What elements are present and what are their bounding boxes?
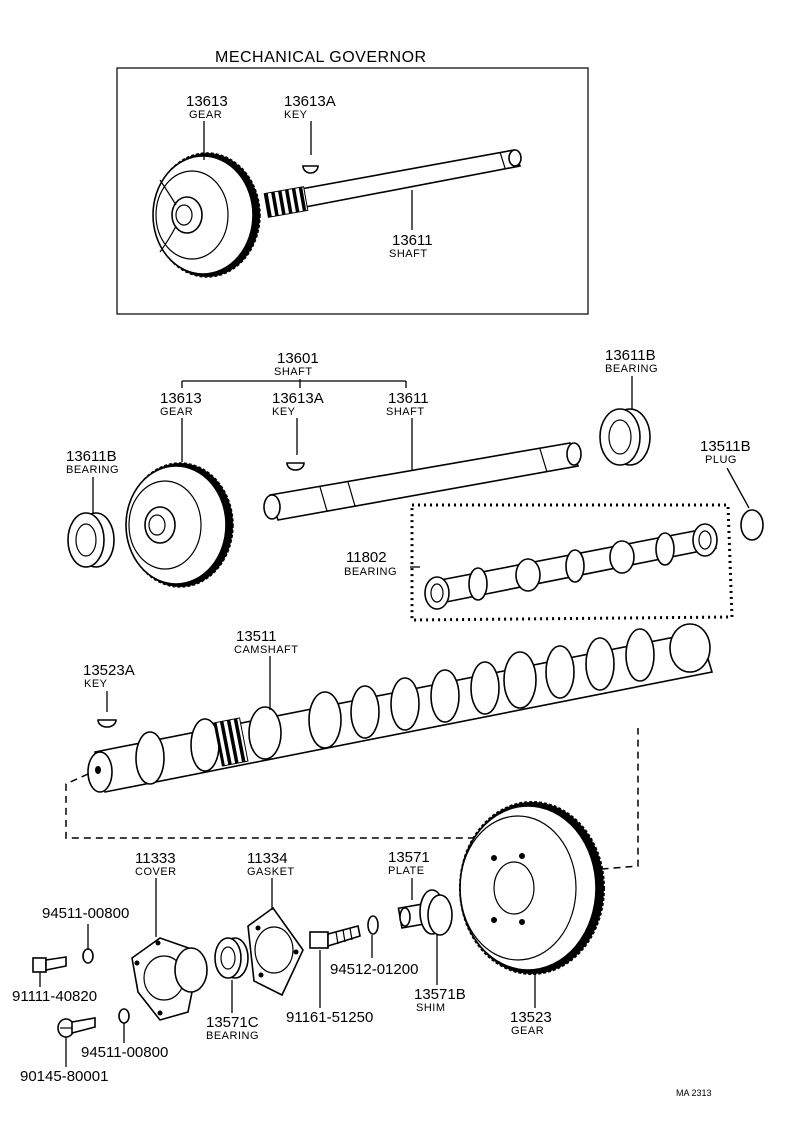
sub-shaft-number: 13611 [388,390,429,407]
shim-drawing [427,894,453,936]
plug-name: PLUG [705,454,737,466]
cover-bearing-number: 13571C [206,1014,259,1031]
box-shaft-name: SHAFT [389,248,428,260]
camshaft-number: 13511 [236,628,277,645]
bearing-left-drawing [67,512,115,568]
box-shaft-number: 13611 [392,232,433,249]
gasket-name: GASKET [247,866,295,878]
camshaft-name: CAMSHAFT [234,644,299,656]
bolt-lower-number: 90145-80001 [20,1068,108,1085]
washer-top-drawing [82,948,94,964]
sub-key-number: 13613A [272,390,324,407]
plate-number: 13571 [388,849,430,866]
assy-number: 13601 [277,350,319,367]
cover-number: 11333 [135,850,176,867]
sub-shaft-name: SHAFT [386,406,425,418]
alignment-dashed-line [65,728,639,881]
gasket-number: 11334 [247,850,288,867]
cam-bearing-box [410,503,734,622]
washer-top-number: 94511-00800 [42,905,129,922]
cover-name: COVER [135,866,177,878]
bolt-left-drawing [32,956,67,973]
shim-name: SHIM [416,1002,446,1014]
box-gear-number: 13613 [186,93,228,110]
cover-drawing [131,937,208,1021]
bearing-right-name: BEARING [605,363,658,375]
sub-gear-drawing [125,462,234,588]
washer-bottom-number: 94511-00800 [81,1044,168,1061]
bolt-center-number: 91161-51250 [286,1009,373,1026]
bearing-right-drawing [599,408,651,466]
bearing-left-name: BEARING [66,464,119,476]
box-gear-drawing [152,152,261,278]
cam-key-number: 13523A [83,662,135,679]
cover-bearing-drawing [214,937,249,979]
sub-shaft-drawing [263,442,582,521]
bolt-lower-drawing [57,1017,96,1038]
bearing-left-number: 13611B [66,448,117,465]
bearing-right-number: 13611B [605,347,656,364]
washer-center-number: 94512-01200 [330,961,418,978]
cam-gear-number: 13523 [510,1009,552,1026]
cam-bearing-number: 11802 [346,549,387,566]
plug-drawing [740,509,764,541]
camshaft-drawing [87,623,714,793]
washer-center-drawing [367,915,379,935]
sub-gear-name: GEAR [160,406,193,418]
cam-key-name: KEY [84,678,108,690]
assy-name: SHAFT [274,366,313,378]
sub-key-drawing [286,462,305,471]
shim-number: 13571B [414,986,466,1003]
cam-gear-drawing [459,801,605,975]
cam-key-drawing [97,719,117,728]
sub-key-name: KEY [272,406,296,418]
bolt-left-number: 91111-40820 [12,988,97,1005]
plate-name: PLATE [388,865,425,877]
plug-number: 13511B [700,438,751,455]
box-key-drawing [302,165,319,174]
governor-box: MECHANICAL GOVERNOR [116,49,589,315]
sub-gear-number: 13613 [160,390,202,407]
box-gear-name: GEAR [189,109,222,121]
washer-bottom-drawing [118,1008,130,1024]
figure-code: MA 2313 [676,1088,712,1098]
cover-bearing-name: BEARING [206,1030,259,1042]
cam-gear-name: GEAR [511,1025,544,1037]
bolt-center-drawing [309,925,361,949]
box-shaft-drawing [263,149,522,218]
gasket-drawing [247,906,304,997]
box-key-number: 13613A [284,93,336,110]
box-key-name: KEY [284,109,308,121]
cam-bearing-name: BEARING [344,566,397,578]
governor-box-title: MECHANICAL GOVERNOR [215,49,427,66]
